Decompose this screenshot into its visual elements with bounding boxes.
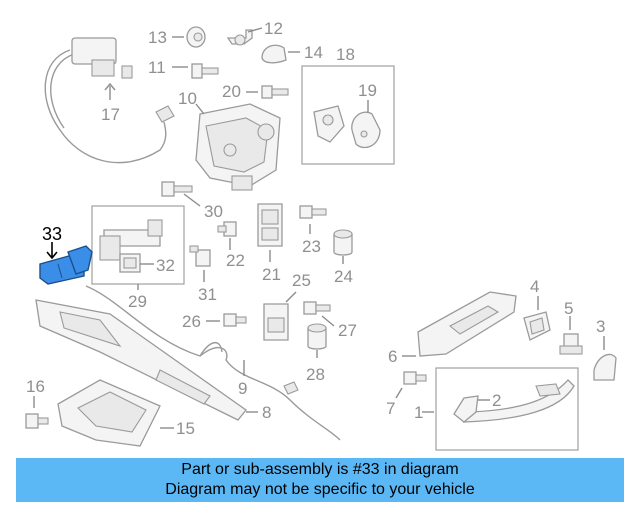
- leader-10: [195, 103, 205, 115]
- part-2-cap[interactable]: [453, 395, 479, 423]
- callout-10[interactable]: 10: [178, 89, 197, 108]
- part-19-plate[interactable]: [351, 111, 381, 149]
- callout-15[interactable]: 15: [176, 419, 195, 438]
- callout-8[interactable]: 8: [262, 403, 271, 422]
- part-3-cap[interactable]: [593, 353, 617, 381]
- part-24-bushing[interactable]: [333, 229, 353, 256]
- part-5-cylinder[interactable]: [559, 333, 583, 355]
- leader-33: [46, 242, 58, 260]
- part-33-highlighted[interactable]: [39, 245, 93, 285]
- callout-1[interactable]: 1: [414, 403, 423, 422]
- callout-30[interactable]: 30: [204, 202, 223, 221]
- callout-18[interactable]: 18: [336, 45, 355, 64]
- part-28-bushing[interactable]: [307, 323, 327, 350]
- part-10-latch[interactable]: [195, 103, 281, 191]
- part-9-cable[interactable]: [85, 285, 341, 441]
- callout-4[interactable]: 4: [530, 277, 539, 296]
- callout-22[interactable]: 22: [226, 251, 245, 270]
- part-31-bolt[interactable]: [189, 245, 211, 267]
- callout-14[interactable]: 14: [304, 43, 323, 62]
- part-18-striker[interactable]: [313, 105, 345, 143]
- callout-2[interactable]: 2: [492, 391, 501, 410]
- part-13-grommet[interactable]: [186, 26, 206, 48]
- leader-30: [183, 193, 201, 207]
- part-25-hinge[interactable]: [263, 303, 289, 341]
- leader-25: [285, 291, 297, 303]
- info-banner: Part or sub-assembly is #33 in diagram D…: [16, 458, 624, 502]
- part-16-bolt[interactable]: [25, 413, 49, 429]
- callout-24[interactable]: 24: [334, 267, 353, 286]
- part-26-bolt[interactable]: [223, 313, 247, 327]
- part-30-bolt[interactable]: [161, 181, 193, 197]
- callout-29[interactable]: 29: [128, 292, 147, 311]
- callout-3[interactable]: 3: [596, 317, 605, 336]
- callout-26[interactable]: 26: [182, 312, 201, 331]
- part-23-bolt[interactable]: [299, 205, 327, 219]
- box-1: [435, 367, 579, 451]
- part-8-frame[interactable]: [35, 299, 247, 421]
- callout-33[interactable]: 33: [42, 224, 62, 244]
- leader-7: [395, 387, 403, 399]
- banner-line-2: Diagram may not be specific to your vehi…: [165, 481, 475, 498]
- parts-diagram: 17 13 12 14 11 20 10 18: [25, 19, 617, 451]
- callout-11[interactable]: 11: [148, 58, 166, 77]
- callout-32[interactable]: 32: [156, 256, 175, 275]
- callout-5[interactable]: 5: [564, 299, 573, 318]
- callout-23[interactable]: 23: [302, 237, 321, 256]
- part-15-reinforcement[interactable]: [57, 379, 161, 447]
- leader-27: [321, 315, 335, 327]
- callout-13[interactable]: 13: [148, 28, 167, 47]
- part-7-screw[interactable]: [403, 371, 427, 385]
- callout-17[interactable]: 17: [101, 105, 120, 124]
- part-14-cap[interactable]: [261, 44, 287, 64]
- part-4-cover[interactable]: [523, 311, 551, 341]
- callout-12[interactable]: 12: [264, 19, 283, 38]
- callout-19[interactable]: 19: [358, 81, 377, 100]
- part-22-bolt[interactable]: [217, 221, 237, 237]
- part-6-handle-bracket[interactable]: [417, 291, 517, 357]
- callout-27[interactable]: 27: [338, 321, 357, 340]
- leader-12: [247, 27, 263, 33]
- callout-7[interactable]: 7: [386, 399, 395, 418]
- part-12-clip[interactable]: [226, 29, 253, 46]
- part-27-bolt[interactable]: [303, 301, 331, 315]
- callout-20[interactable]: 20: [222, 82, 241, 101]
- callout-6[interactable]: 6: [388, 347, 397, 366]
- callout-21[interactable]: 21: [262, 265, 281, 284]
- part-11-bolt[interactable]: [191, 63, 219, 79]
- part-21-hinge[interactable]: [257, 203, 283, 247]
- part-32-seal[interactable]: [119, 253, 141, 273]
- part-29-actuator[interactable]: [99, 219, 163, 261]
- callout-31[interactable]: 31: [198, 285, 217, 304]
- banner-line-1: Part or sub-assembly is #33 in diagram: [181, 461, 459, 478]
- box-18: [301, 65, 395, 165]
- part-20-screw[interactable]: [261, 85, 289, 99]
- callout-28[interactable]: 28: [306, 365, 325, 384]
- leader-17: [104, 82, 116, 100]
- part-1-outer-handle[interactable]: [462, 379, 575, 423]
- callout-9[interactable]: 9: [238, 379, 247, 398]
- part-17-cable[interactable]: [44, 37, 175, 164]
- callout-25[interactable]: 25: [292, 271, 311, 290]
- callout-16[interactable]: 16: [26, 377, 45, 396]
